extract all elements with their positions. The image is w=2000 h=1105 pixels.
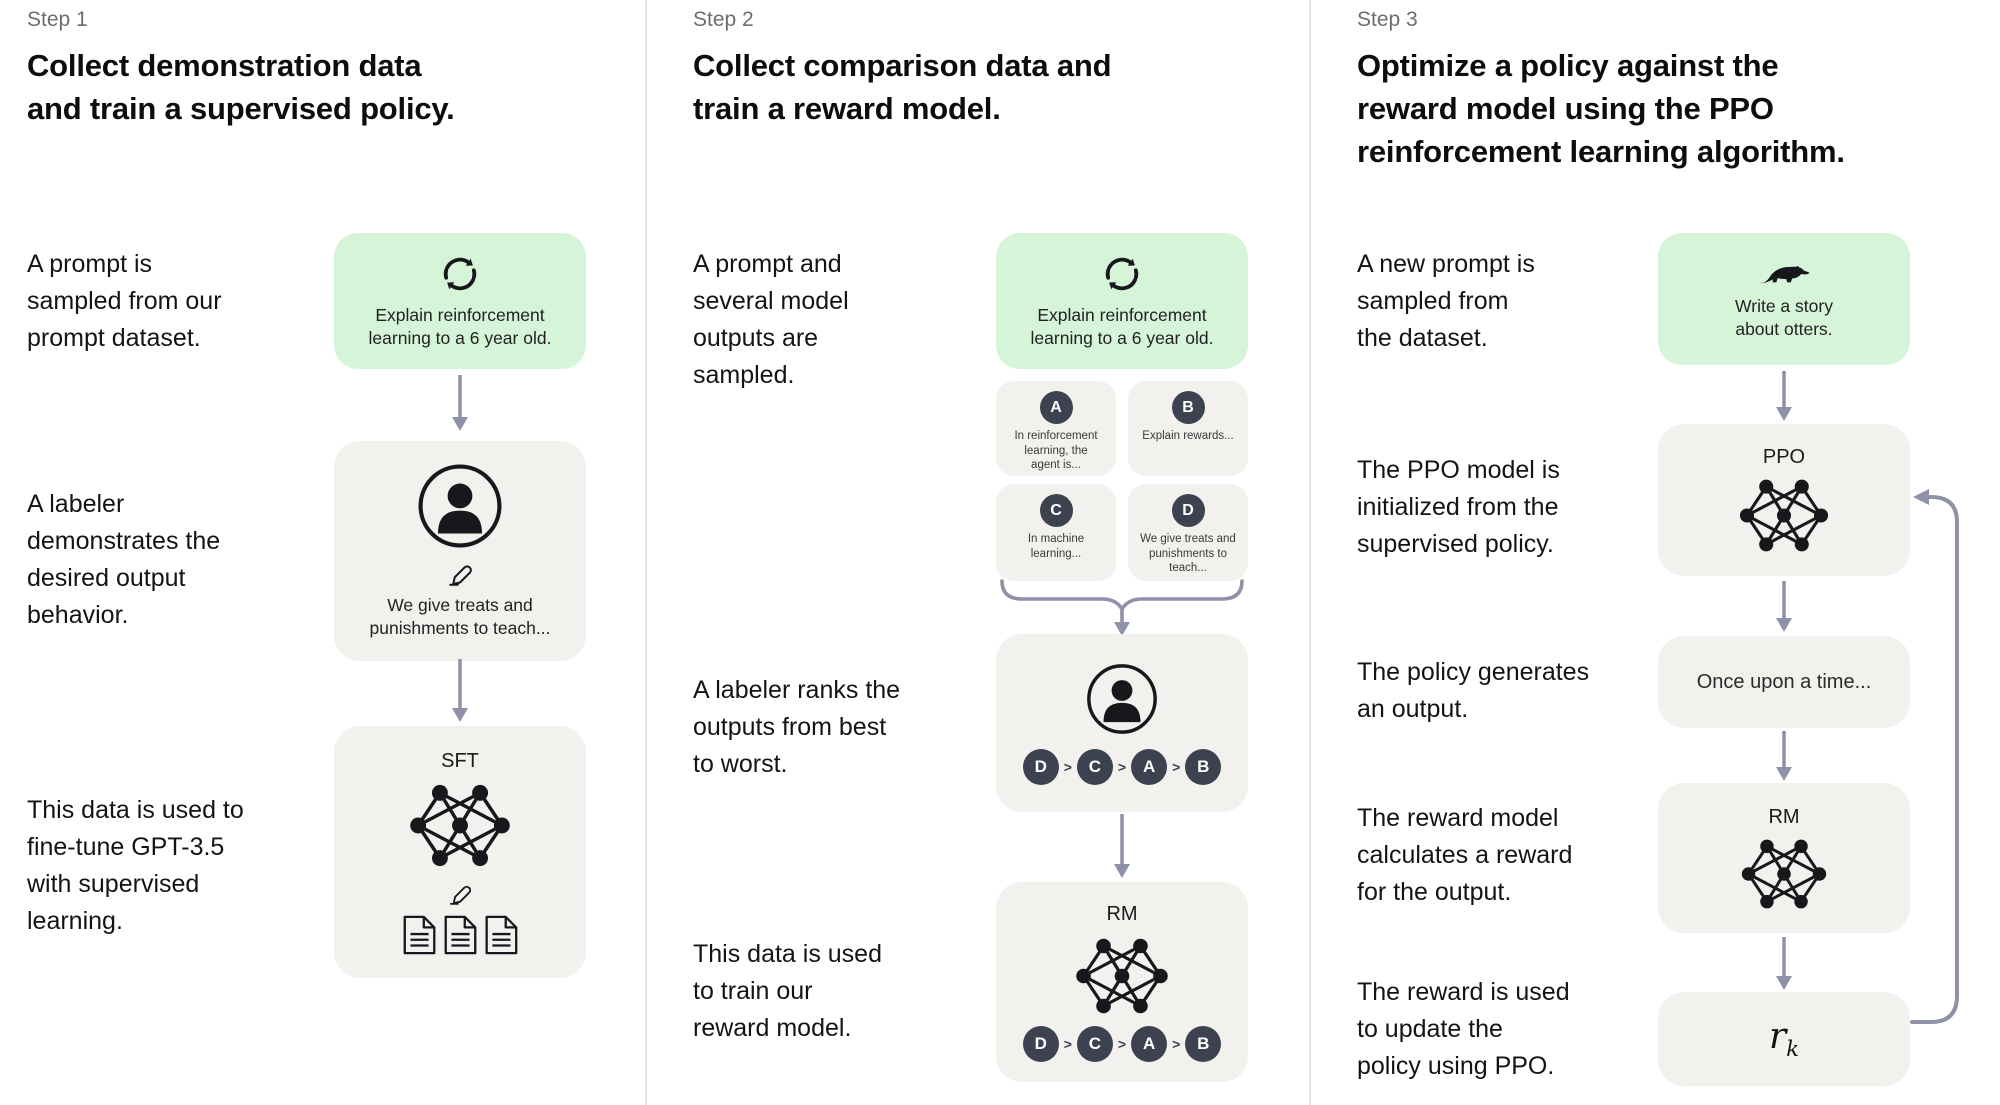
step3-ppo-box: PPO [1658, 424, 1910, 576]
step1-labeler-box: We give treats and punishments to teach.… [334, 441, 586, 661]
output-badge-d: D [1171, 494, 1205, 527]
step3-rm-box: RM [1658, 783, 1910, 933]
step3-caption-init: The PPO model is initialized from the su… [1357, 456, 1560, 558]
step1-sft-box: SFT [334, 726, 586, 978]
arrow-down-icon [1776, 371, 1792, 421]
column-divider [645, 0, 647, 1105]
rm-label: RM [1768, 805, 1800, 828]
rank-badge: D [1022, 1025, 1059, 1062]
output-badge-a: A [1039, 391, 1073, 424]
step1-label: Step 1 [27, 8, 88, 31]
step3-prompt-box: Write a story about otters. [1658, 233, 1910, 365]
output-text-b: Explain rewards... [1142, 430, 1234, 442]
step1-caption-prompt: A prompt is sampled from our prompt data… [27, 250, 222, 352]
arrow-down-icon [1776, 937, 1792, 990]
cycle-arrows-icon [1105, 257, 1139, 290]
neural-network-icon [1739, 479, 1829, 552]
reward-symbol: r [1769, 1016, 1787, 1058]
output-box-c: C In machine learning... [996, 484, 1116, 581]
step2-prompt-text: Explain reinforcement learning to a 6 ye… [1030, 304, 1214, 348]
step2-caption-ranking: A labeler ranks the outputs from best to… [693, 676, 901, 778]
rank-separator: > [1063, 758, 1072, 775]
feedback-loop-arrow [1910, 489, 1959, 1024]
neural-network-icon [1741, 839, 1827, 908]
rank-badge: B [1185, 748, 1222, 785]
rank-separator: > [1063, 1035, 1072, 1052]
rank-badge: A [1131, 748, 1168, 785]
output-box-a: A In reinforcement learning, the agent i… [996, 381, 1116, 476]
output-badge-b: B [1171, 391, 1205, 424]
step2-rm-box: RM D > C > A > [996, 882, 1248, 1082]
arrow-down-icon [1114, 814, 1130, 878]
step3-prompt-text: Write a story about otters. [1735, 296, 1833, 339]
rank-separator: > [1117, 1035, 1127, 1052]
reward-value: rk [1769, 1016, 1799, 1061]
step3-title: Optimize a policy against the reward mod… [1357, 48, 1845, 169]
step1-prompt-box: Explain reinforcement learning to a 6 ye… [334, 233, 586, 369]
output-box-d: D We give treats and punishments to teac… [1128, 484, 1248, 581]
rm-ranking: D > C > A > B [1022, 1025, 1222, 1062]
ppo-label: PPO [1762, 446, 1806, 468]
step2-labeler-box: D > C > A > B [996, 634, 1248, 812]
reward-subscript: k [1786, 1037, 1799, 1062]
rank-badge: C [1076, 748, 1113, 785]
step3-label: Step 3 [1357, 8, 1418, 31]
output-text-c: In machine learning... [1027, 533, 1085, 560]
step3-reward-box: rk [1658, 992, 1910, 1086]
arrow-down-icon [452, 375, 468, 431]
output-box-b: B Explain rewards... [1128, 381, 1248, 476]
arrow-down-icon [1776, 731, 1792, 781]
rank-badge: D [1022, 748, 1059, 785]
step3-caption-update: The reward is used to update the policy … [1357, 978, 1570, 1080]
output-text-a: In reinforcement learning, the agent is.… [1014, 430, 1098, 471]
step1-labeler-text: We give treats and punishments to teach.… [369, 595, 551, 638]
rank-separator: > [1117, 758, 1127, 775]
rank-separator: > [1172, 758, 1181, 775]
step3-caption-prompt: A new prompt is sampled from the dataset… [1357, 250, 1535, 352]
step2-prompt-box: Explain reinforcement learning to a 6 ye… [996, 233, 1248, 369]
neural-network-icon [410, 784, 510, 866]
rm-label: RM [1106, 902, 1138, 925]
person-icon [1087, 663, 1157, 734]
step1-caption-labeler: A labeler demonstrates the desired outpu… [27, 490, 221, 629]
pencil-icon [449, 885, 472, 905]
step3-output-text: Once upon a time... [1696, 670, 1872, 693]
step2-caption-sampling: A prompt and several model outputs are s… [693, 250, 849, 389]
brace-arrow-icon [1000, 579, 1244, 636]
otter-icon [1757, 266, 1810, 284]
documents-icon [403, 915, 518, 954]
rank-badge: C [1076, 1025, 1113, 1062]
step2-title: Collect comparison data and train a rewa… [693, 48, 1112, 126]
pencil-icon [449, 565, 472, 586]
step2-label: Step 2 [693, 8, 754, 31]
output-badge-c: C [1039, 494, 1073, 527]
step3-output-box: Once upon a time... [1658, 636, 1910, 728]
step3-caption-output: The policy generates an output. [1357, 658, 1590, 723]
neural-network-icon [1076, 938, 1168, 1013]
rank-badge: A [1131, 1025, 1168, 1062]
arrow-down-icon [1776, 581, 1792, 632]
step3-caption-reward: The reward model calculates a reward for… [1357, 804, 1573, 906]
arrow-down-icon [452, 659, 468, 722]
cycle-arrows-icon [443, 257, 477, 290]
step2-caption-training: This data is used to train our reward mo… [693, 940, 882, 1042]
output-text-d: We give treats and punishments to teach.… [1140, 533, 1236, 574]
person-icon [418, 464, 502, 548]
step1-caption-finetune: This data is used to fine-tune GPT-3.5 w… [27, 796, 244, 935]
sft-label: SFT [441, 749, 479, 772]
step1-prompt-text: Explain reinforcement learning to a 6 ye… [368, 304, 552, 348]
step1-title: Collect demonstration data and train a s… [27, 48, 455, 126]
rank-separator: > [1172, 1035, 1181, 1052]
column-divider [1309, 0, 1311, 1105]
rank-badge: B [1185, 1025, 1222, 1062]
labeler-ranking: D > C > A > B [1022, 748, 1222, 785]
